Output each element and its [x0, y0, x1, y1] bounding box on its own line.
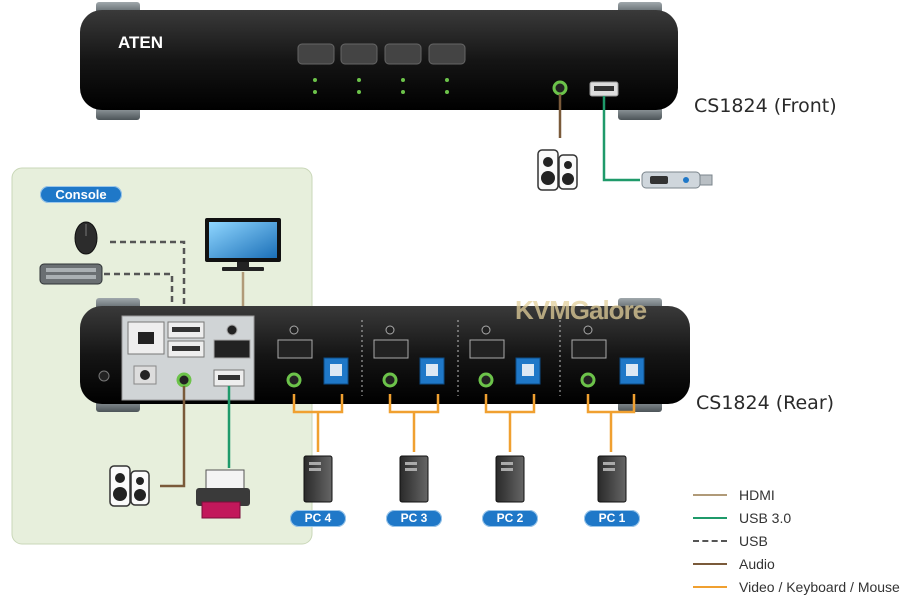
- pc-hdmi-port: [277, 339, 313, 359]
- video-kbd-mouse-cable: [586, 394, 636, 452]
- port-led: [357, 78, 361, 82]
- console-grounding-screw: [226, 324, 238, 336]
- speakers-icon: [537, 149, 578, 191]
- watermark: KVMGalore: [515, 295, 647, 325]
- pc-hdmi-port: [469, 339, 505, 359]
- rear-unit: [80, 298, 690, 412]
- pc-label-3: PC 3: [386, 510, 442, 527]
- speakers-icon: [109, 465, 150, 507]
- port-led: [313, 78, 317, 82]
- legend-label: Video / Keyboard / Mouse: [739, 579, 900, 595]
- legend-item-audio: Audio: [693, 554, 908, 574]
- audio-cable: [160, 386, 186, 488]
- console-audio-jack: [176, 372, 192, 388]
- pc-usb3-port: [619, 357, 645, 385]
- video-kbd-mouse-cable: [388, 394, 440, 452]
- legend-swatch: [693, 540, 727, 542]
- legend-swatch: [693, 517, 727, 519]
- port-select-button[interactable]: [297, 43, 335, 65]
- rj11-port-slot: [138, 332, 154, 344]
- legend-item-usb3: USB 3.0: [693, 508, 908, 528]
- legend-label: USB: [739, 533, 768, 549]
- legend-item-video-kbd-mouse: Video / Keyboard / Mouse: [693, 577, 908, 597]
- mouse-icon: [74, 221, 98, 255]
- pc-port-group-4: [277, 325, 349, 388]
- legend-item-usb: USB: [693, 531, 908, 551]
- usb-flash-drive-icon: [641, 171, 713, 189]
- port-led: [445, 90, 449, 94]
- legend-label: HDMI: [739, 487, 775, 503]
- port-select-button[interactable]: [384, 43, 422, 65]
- video-kbd-mouse-cable: [292, 394, 344, 452]
- front-audio-jack: [552, 80, 568, 96]
- pc-tower-icon: [597, 455, 627, 503]
- console-label: Console: [40, 186, 122, 203]
- pc-audio-jack: [580, 372, 596, 388]
- pc-usb3-port: [323, 357, 349, 385]
- pc-label-1: PC 1: [584, 510, 640, 527]
- pc-tower-icon: [399, 455, 429, 503]
- usb3-cable: [602, 96, 640, 182]
- legend-label: USB 3.0: [739, 510, 792, 526]
- rear-model-label: CS1824 (Rear): [696, 392, 835, 414]
- pc-usb3-port: [419, 357, 445, 385]
- video-kbd-mouse-cable: [484, 394, 536, 452]
- pc-port-group-2: [469, 325, 541, 388]
- usb-cable: [104, 272, 174, 318]
- port-led: [313, 90, 317, 94]
- pc-port-group-3: [373, 325, 445, 388]
- pc-hdmi-port: [373, 339, 409, 359]
- pc-tower-icon: [495, 455, 525, 503]
- legend-item-hdmi: HDMI: [693, 485, 908, 505]
- port-select-button[interactable]: [340, 43, 378, 65]
- printer-icon: [196, 469, 250, 519]
- pc-audio-jack: [286, 372, 302, 388]
- front-model-label: CS1824 (Front): [694, 95, 837, 117]
- pc-label-4: PC 4: [290, 510, 346, 527]
- pc-tower-icon: [303, 455, 333, 503]
- port-select-button[interactable]: [428, 43, 466, 65]
- pc-cable-group: [292, 394, 636, 452]
- front-chassis: [80, 10, 678, 110]
- port-led: [357, 90, 361, 94]
- pc-label-2: PC 2: [482, 510, 538, 527]
- pc-hdmi-port: [571, 339, 607, 359]
- front-usb-port-slot: [594, 86, 614, 91]
- legend-swatch: [693, 586, 727, 588]
- console-hdmi-port: [213, 339, 251, 359]
- front-unit: ATEN: [80, 2, 678, 120]
- keyboard-icon: [39, 263, 103, 285]
- port-led: [445, 78, 449, 82]
- rear-screw: [98, 370, 110, 382]
- legend-label: Audio: [739, 556, 775, 572]
- pc-audio-jack: [478, 372, 494, 388]
- pc-port-group-1: [571, 325, 645, 388]
- pc-audio-jack: [382, 372, 398, 388]
- port-led: [401, 90, 405, 94]
- usb-cable: [110, 240, 186, 318]
- monitor-icon: [205, 218, 281, 271]
- aten-logo: ATEN: [118, 33, 163, 52]
- legend-swatch: [693, 563, 727, 565]
- port-led: [401, 78, 405, 82]
- legend-swatch: [693, 494, 727, 496]
